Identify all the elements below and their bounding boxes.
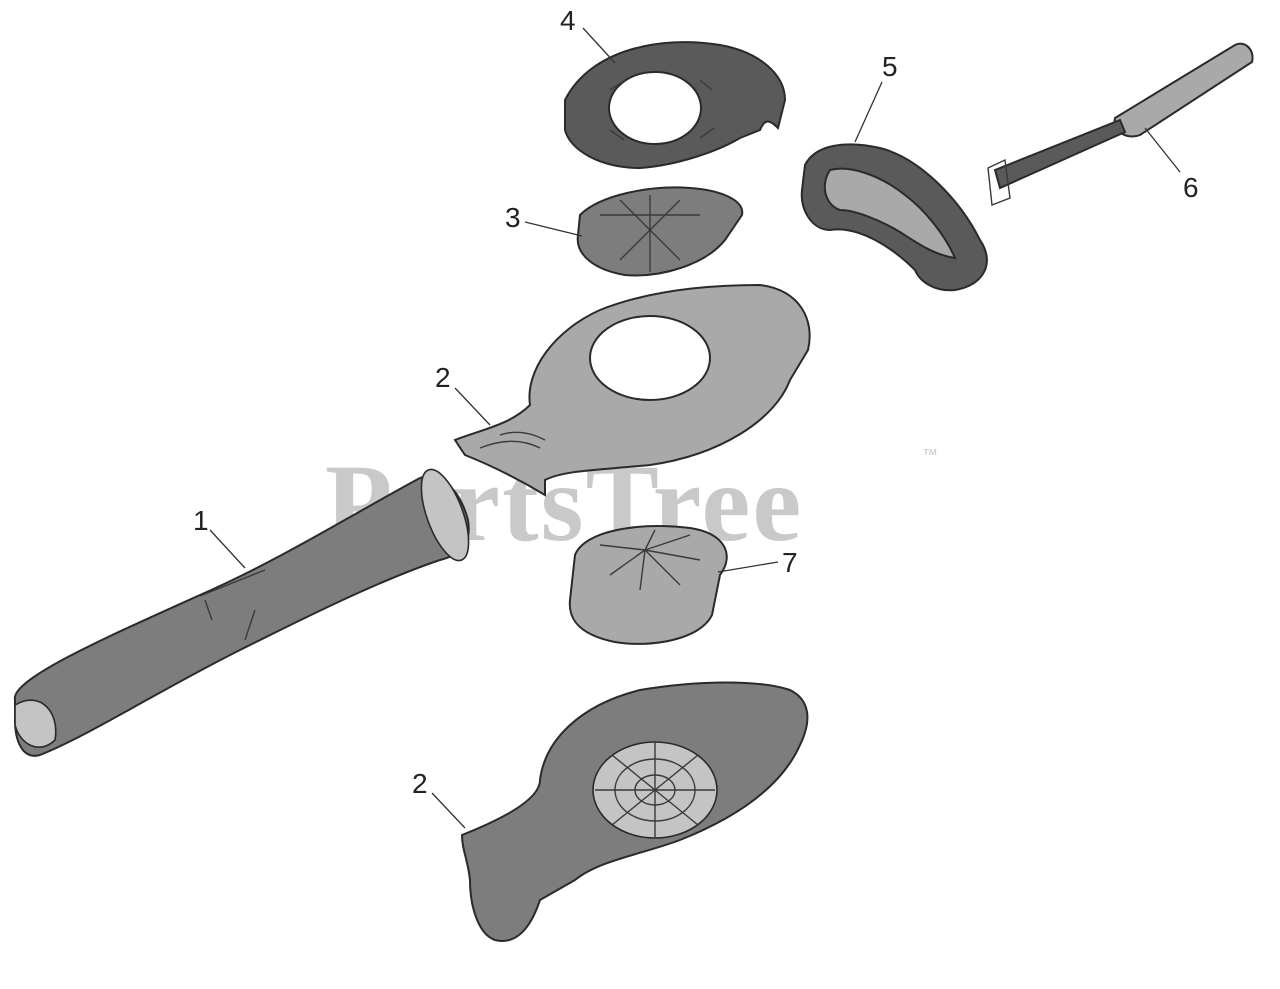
callout-7: 7 <box>782 547 798 578</box>
leader-3 <box>524 221 583 237</box>
callout-5: 5 <box>882 51 898 82</box>
part-7-impeller[interactable] <box>568 525 728 645</box>
part-2-lower-housing[interactable] <box>460 681 809 942</box>
callout-2a: 2 <box>435 362 451 393</box>
callout-3: 3 <box>505 202 521 233</box>
leader-1 <box>209 529 246 569</box>
part-3-motor-plate[interactable] <box>576 186 744 277</box>
part-4-cover[interactable] <box>564 41 787 170</box>
part-2-upper-housing[interactable] <box>453 283 811 497</box>
leader-2a <box>454 387 491 426</box>
leader-6 <box>1144 127 1181 173</box>
callout-2b: 2 <box>412 768 428 799</box>
leader-7 <box>717 561 779 573</box>
leader-5 <box>854 81 883 143</box>
leader-4 <box>582 27 616 64</box>
leader-2b <box>431 792 466 829</box>
callout-6: 6 <box>1183 172 1199 203</box>
part-6-shaft[interactable] <box>987 42 1254 206</box>
callout-4: 4 <box>560 5 576 36</box>
part-5-handle[interactable] <box>800 143 988 292</box>
callout-1: 1 <box>193 505 209 536</box>
watermark-trademark: ™ <box>922 447 938 464</box>
part-1-blower-tube[interactable] <box>13 464 479 757</box>
